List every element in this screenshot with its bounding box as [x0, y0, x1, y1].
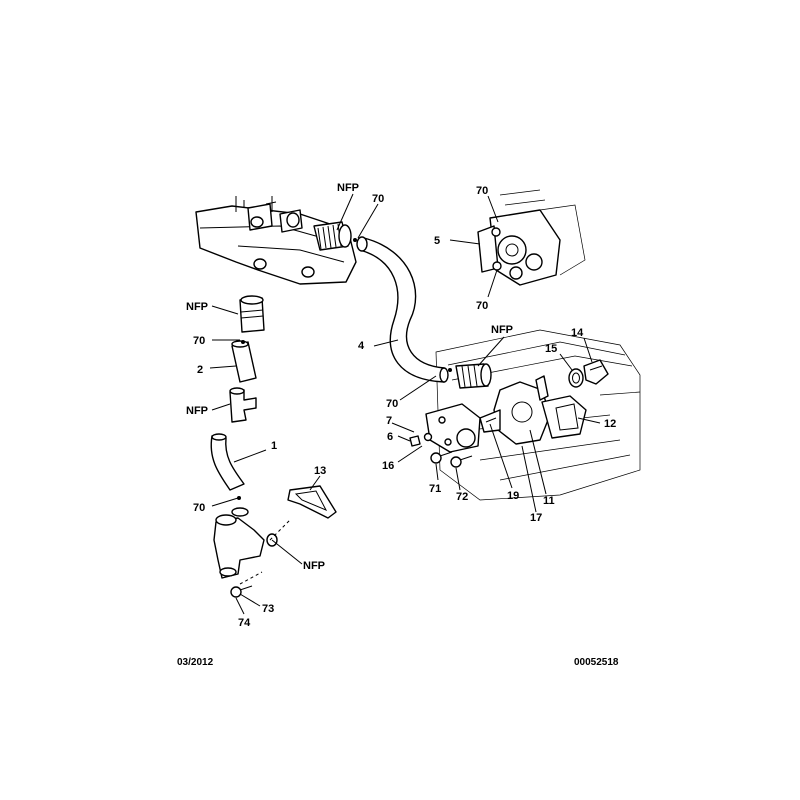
label-70-top: 70 — [372, 193, 384, 205]
water-pump — [479, 375, 587, 445]
label-4: 4 — [358, 340, 365, 352]
label-74: 74 — [238, 617, 251, 629]
pump-housing-upper-right — [477, 189, 586, 286]
leader-lines — [209, 193, 601, 615]
elbow-housing — [213, 507, 278, 579]
label-19: 19 — [507, 490, 519, 502]
label-7: 7 — [386, 415, 392, 427]
bolt-6 — [409, 432, 433, 447]
footer-date: 03/2012 — [177, 657, 214, 668]
bolts-71-72 — [430, 451, 473, 468]
label-70-right-bottom: 70 — [476, 300, 488, 312]
label-71: 71 — [429, 483, 441, 495]
threaded-sleeve-top — [313, 221, 352, 251]
hose-2 — [231, 340, 257, 383]
pump-cover — [425, 403, 481, 453]
label-6: 6 — [387, 431, 393, 443]
tee-piece — [229, 387, 257, 423]
label-nfp-mid: NFP — [491, 324, 513, 336]
seal-15 — [568, 368, 584, 388]
bolt-73 — [230, 585, 253, 598]
label-70-left-top: 70 — [193, 335, 205, 347]
label-15: 15 — [545, 343, 557, 355]
label-70-left-bottom: 70 — [193, 502, 205, 514]
label-nfp-top: NFP — [337, 182, 359, 194]
label-5: 5 — [434, 235, 440, 247]
hose-1 — [210, 433, 245, 491]
cap-14 — [583, 359, 609, 385]
label-16: 16 — [382, 460, 394, 472]
label-2: 2 — [197, 364, 203, 376]
part-70-dots — [237, 238, 452, 500]
label-13: 13 — [314, 465, 326, 477]
label-17: 17 — [530, 512, 542, 524]
label-73: 73 — [262, 603, 274, 615]
label-nfp-left: NFP — [186, 301, 208, 313]
label-11: 11 — [543, 495, 555, 507]
label-70-mid: 70 — [386, 398, 398, 410]
connector-nfp-left — [239, 295, 265, 333]
label-70-right-top: 70 — [476, 185, 488, 197]
label-72: 72 — [456, 491, 468, 503]
gasket-13 — [287, 485, 337, 519]
label-nfp-bottom: NFP — [303, 560, 325, 572]
threaded-coupling-mid — [455, 363, 492, 389]
hose-4 — [356, 236, 449, 383]
footer-reference: 00052518 — [574, 657, 619, 668]
label-12: 12 — [604, 418, 616, 430]
label-14: 14 — [571, 327, 584, 339]
label-1: 1 — [271, 440, 277, 452]
part-labels: NFP 70 70 5 70 NFP 70 2 NFP 4 NFP 14 15 … — [186, 182, 616, 629]
label-nfp-left-2: NFP — [186, 405, 208, 417]
